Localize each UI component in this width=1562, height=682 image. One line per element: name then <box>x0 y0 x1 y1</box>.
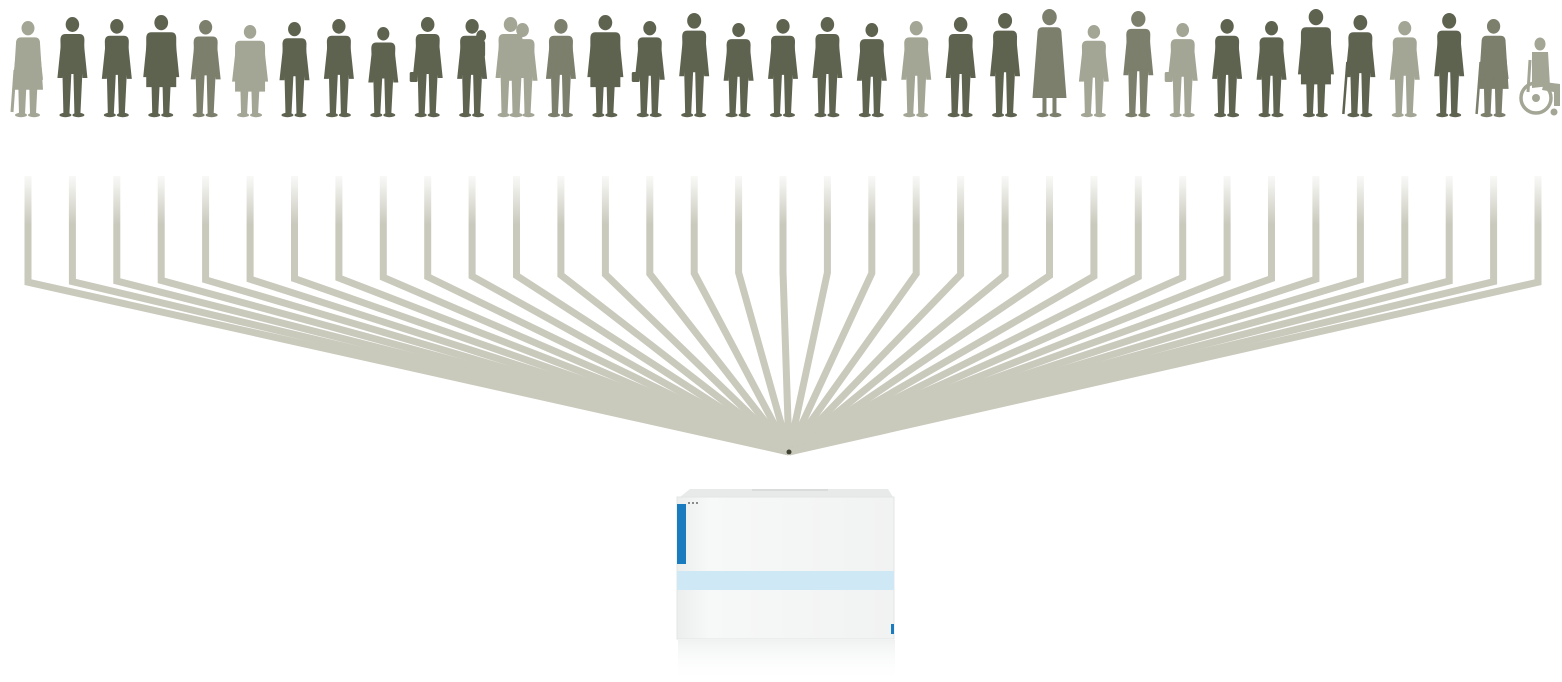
person-silhouette-icon <box>143 15 179 117</box>
person-silhouette-icon <box>768 19 798 117</box>
person-silhouette-icon <box>279 22 309 117</box>
person-silhouette-icon <box>496 17 538 117</box>
person-silhouette-icon <box>1477 19 1509 117</box>
person-silhouette-icon <box>1390 21 1420 117</box>
person-silhouette-icon <box>191 20 221 117</box>
person-silhouette-icon <box>102 19 132 117</box>
person-silhouette-icon <box>587 15 623 117</box>
person-silhouette-icon <box>901 21 931 117</box>
person-silhouette-icon <box>546 19 576 117</box>
person-silhouette-icon <box>1434 13 1464 117</box>
person-silhouette-icon <box>812 17 842 117</box>
person-silhouette-icon <box>324 19 354 117</box>
person-silhouette-icon <box>724 23 754 117</box>
person-silhouette-icon <box>679 13 709 117</box>
line-fade-overlay <box>0 170 1562 225</box>
product-box-icon <box>677 489 895 682</box>
person-silhouette-icon <box>410 17 443 117</box>
box-light-blue-stripe <box>677 571 894 590</box>
person-silhouette-icon <box>368 27 398 117</box>
box-front-face <box>677 497 894 639</box>
box-reflection <box>678 640 895 682</box>
person-silhouette-icon <box>1212 19 1242 117</box>
person-silhouette-icon <box>457 19 487 117</box>
person-silhouette-icon <box>946 17 976 117</box>
person-silhouette-icon <box>1079 25 1109 117</box>
person-silhouette-icon <box>57 17 87 117</box>
box-dot <box>696 502 698 504</box>
person-silhouette-icon <box>1298 9 1334 117</box>
person-silhouette-icon <box>1165 23 1198 117</box>
person-silhouette-icon <box>632 21 665 117</box>
box-corner-mark <box>891 624 894 634</box>
person-silhouette-icon <box>990 13 1020 117</box>
person-silhouette-icon <box>1343 15 1375 117</box>
box-dot <box>688 502 690 504</box>
person-silhouette-icon <box>12 21 43 117</box>
box-dot <box>692 502 694 504</box>
people-row <box>12 9 1560 117</box>
person-silhouette-icon <box>232 25 268 117</box>
person-silhouette-icon <box>1123 11 1153 117</box>
box-blue-band <box>677 504 686 564</box>
wheelchair-icon <box>1521 38 1560 116</box>
convergence-point <box>787 450 792 455</box>
person-silhouette-icon <box>1257 21 1287 117</box>
person-silhouette-icon <box>857 23 887 117</box>
person-silhouette-icon <box>1032 9 1066 117</box>
